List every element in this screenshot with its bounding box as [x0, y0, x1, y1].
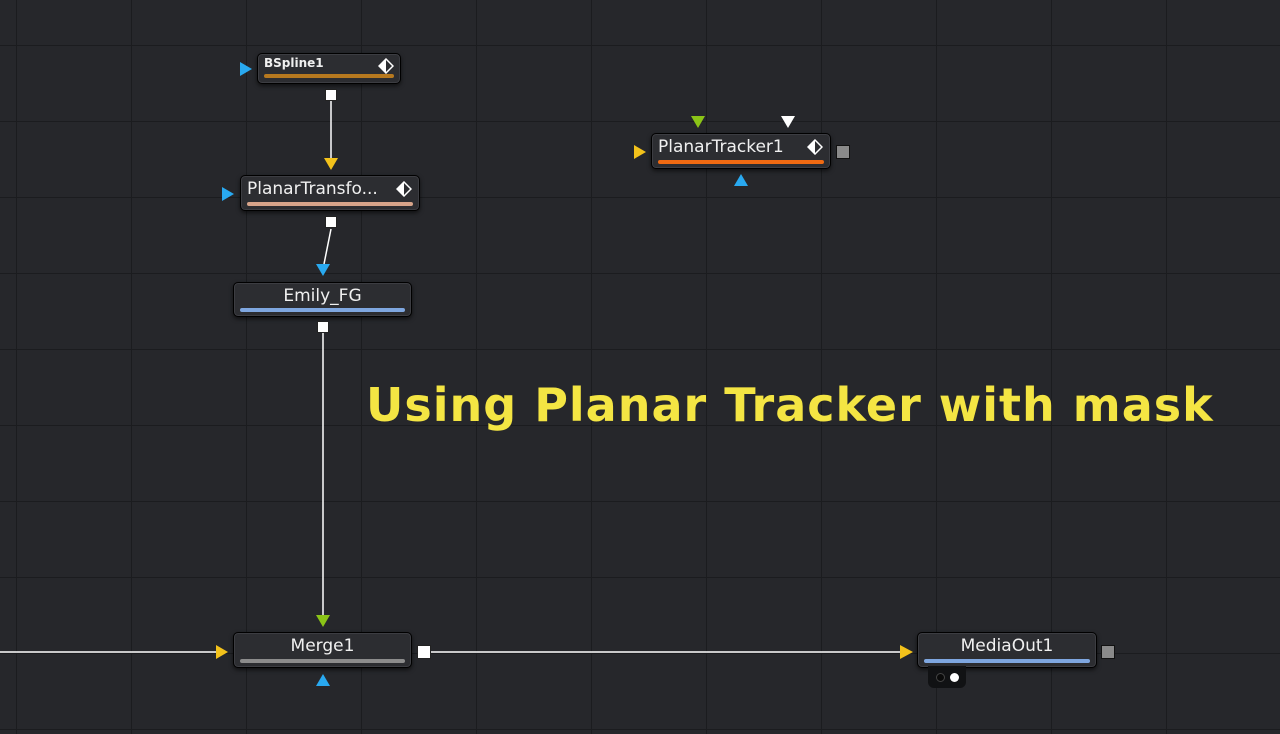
node-media-out-color-bar: [924, 659, 1090, 663]
node-planar-tracker-title: PlanarTracker1: [658, 137, 784, 157]
viewer-dot-right-icon[interactable]: [950, 673, 959, 682]
mediaout-input-icon[interactable]: [900, 645, 913, 659]
node-planar-transform-color-bar: [247, 202, 413, 206]
node-media-out-title: MediaOut1: [960, 636, 1054, 656]
bspline-output-square-icon[interactable]: [325, 89, 337, 101]
merge-bg-input-icon[interactable]: [216, 645, 228, 659]
planartracker-green-input-icon[interactable]: [691, 116, 705, 128]
planartracker-white-input-icon[interactable]: [781, 116, 795, 128]
node-bspline[interactable]: BSpline1: [257, 53, 401, 84]
diamond-keyframe-icon: [396, 181, 412, 197]
planartransform-input-icon[interactable]: [324, 158, 338, 170]
node-emily-fg-title: Emily_FG: [283, 286, 362, 306]
diamond-keyframe-icon: [378, 58, 394, 74]
planartransform-output-square-icon[interactable]: [325, 216, 337, 228]
viewer-dot-left-icon[interactable]: [936, 673, 945, 682]
viewer-indicator[interactable]: [928, 666, 966, 688]
node-merge[interactable]: Merge1: [233, 632, 412, 668]
merge-output-square-icon[interactable]: [417, 645, 431, 659]
mediaout-output-square-icon[interactable]: [1101, 645, 1115, 659]
node-emily-fg[interactable]: Emily_FG: [233, 282, 412, 317]
planartransform-side-input-icon[interactable]: [222, 187, 234, 201]
node-merge-color-bar: [240, 659, 405, 663]
overlay-headline: Using Planar Tracker with mask: [366, 378, 1214, 432]
bspline-input-icon[interactable]: [240, 62, 252, 76]
node-media-out[interactable]: MediaOut1: [917, 632, 1097, 668]
node-bspline-title: BSpline1: [264, 56, 324, 70]
planartracker-output-square-icon[interactable]: [836, 145, 850, 159]
diamond-keyframe-icon: [807, 139, 823, 155]
merge-fg-input-icon[interactable]: [316, 615, 330, 627]
node-planar-transform-title: PlanarTransfo...: [247, 179, 378, 199]
node-bspline-color-bar: [264, 74, 394, 78]
planartracker-side-input-icon[interactable]: [634, 145, 646, 159]
emily-input-icon[interactable]: [316, 264, 330, 276]
node-merge-title: Merge1: [290, 636, 355, 656]
merge-mask-input-icon[interactable]: [316, 674, 330, 686]
emily-output-square-icon[interactable]: [317, 321, 329, 333]
node-emily-fg-color-bar: [240, 308, 405, 312]
node-planar-tracker-color-bar: [658, 160, 824, 164]
node-planar-tracker[interactable]: PlanarTracker1: [651, 133, 831, 169]
node-planar-transform[interactable]: PlanarTransfo...: [240, 175, 420, 211]
wire-planartransform-to-emily[interactable]: [323, 228, 332, 265]
planartracker-bottom-input-icon[interactable]: [734, 174, 748, 186]
